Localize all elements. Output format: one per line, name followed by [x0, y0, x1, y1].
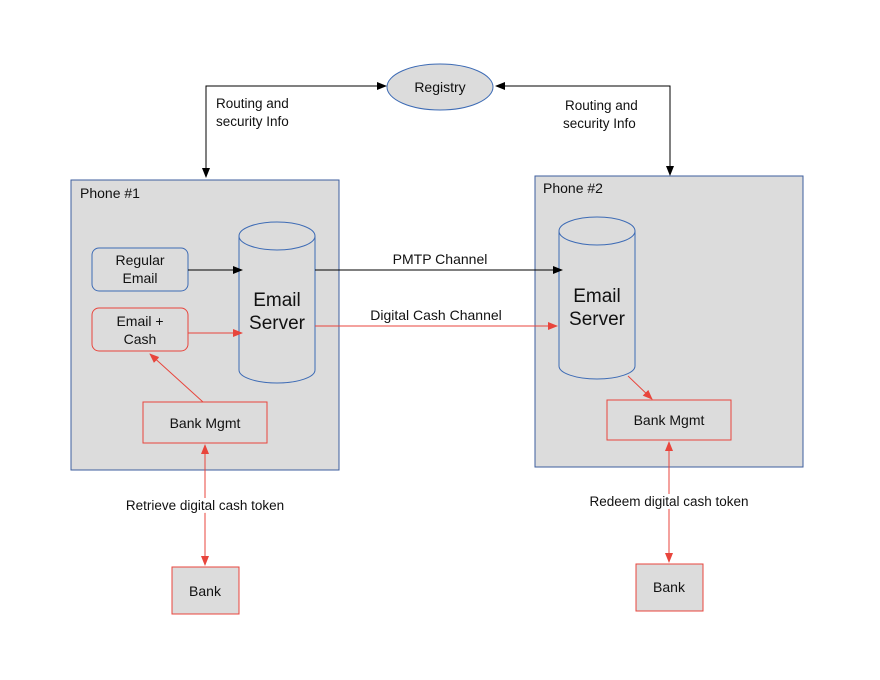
- phone-2-server-line1: Email: [573, 286, 621, 307]
- phone-1-server-line2: Server: [249, 313, 306, 334]
- registry-node: [386, 63, 494, 111]
- phone-2-email-server: [558, 216, 636, 380]
- routing-info-left-line2: security Info: [216, 114, 289, 129]
- routing-info-left-line1: Routing and: [216, 96, 289, 111]
- server-to-bank-mgmt-arrow: [627, 375, 653, 400]
- bank-left-box: [171, 566, 240, 615]
- email-cash-line1: Email +: [116, 313, 163, 329]
- email-cash-box: [91, 307, 189, 352]
- phone-2-bank-mgmt-box: [606, 399, 732, 441]
- routing-info-right-line2: security Info: [563, 116, 636, 131]
- phone-1-bank-mgmt-box: [142, 401, 268, 444]
- phone-1-bank-mgmt-label: Bank Mgmt: [170, 415, 241, 431]
- phone-2-server-line2: Server: [569, 309, 626, 330]
- bank-left-label: Bank: [189, 583, 222, 599]
- digital-cash-channel-label: Digital Cash Channel: [370, 307, 502, 323]
- phone-1-title: Phone #1: [80, 185, 140, 201]
- phone-1-server-line1: Email: [253, 290, 301, 311]
- bank-mgmt-to-email-cash-arrow: [149, 353, 204, 403]
- bank-right-label: Bank: [653, 579, 686, 595]
- regular-email-line2: Email: [122, 270, 157, 286]
- bank-right-box: [635, 563, 704, 612]
- registry-label: Registry: [414, 79, 465, 95]
- redeem-token-label: Redeem digital cash token: [589, 494, 748, 509]
- phone-1-email-server: [238, 221, 316, 384]
- retrieve-token-label: Retrieve digital cash token: [126, 498, 284, 513]
- regular-email-line1: Regular: [115, 252, 164, 268]
- routing-info-right-line1: Routing and: [565, 98, 638, 113]
- phone-2-title: Phone #2: [543, 180, 603, 196]
- phone-2-bank-mgmt-label: Bank Mgmt: [634, 412, 705, 428]
- email-cash-line2: Cash: [124, 331, 157, 347]
- pmtp-channel-label: PMTP Channel: [393, 251, 488, 267]
